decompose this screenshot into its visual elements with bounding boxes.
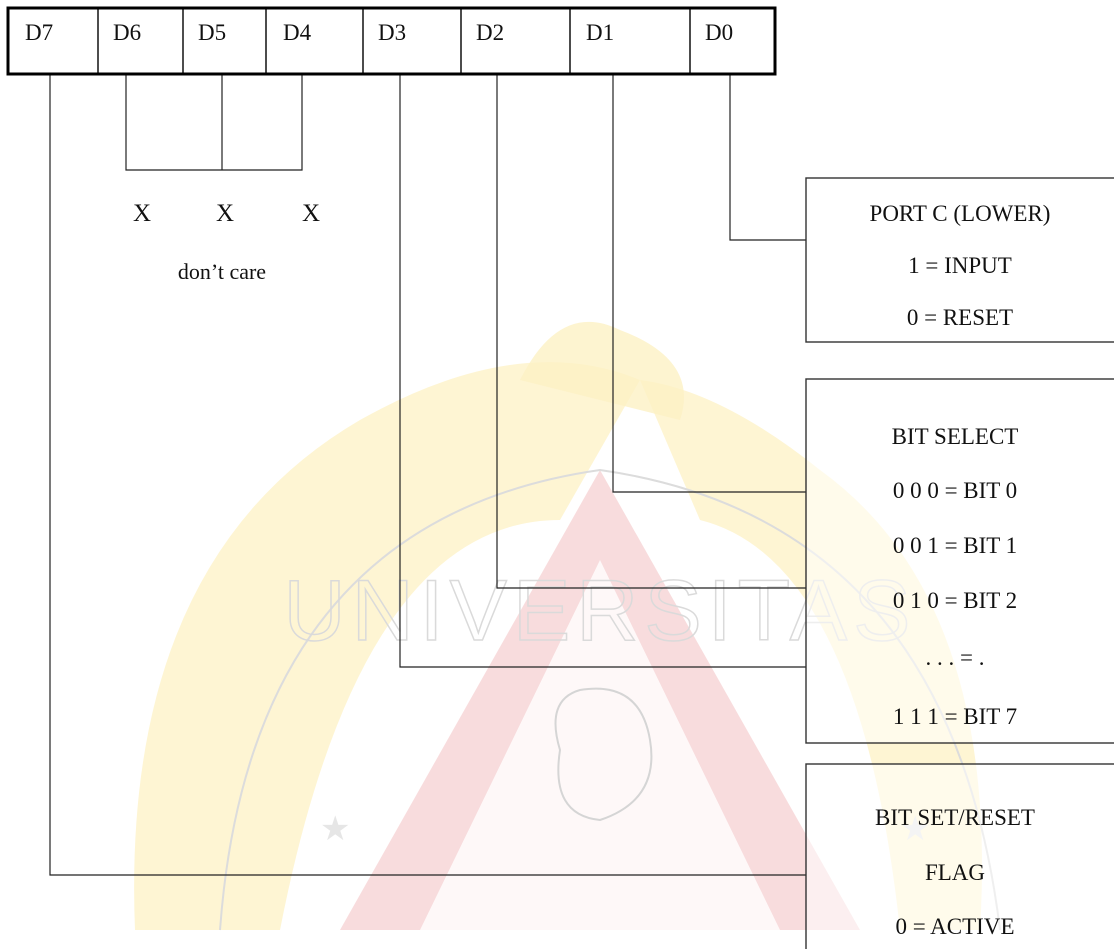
d0-to-port-c-line	[730, 75, 806, 240]
dont-care-group: X X X don’t care	[133, 200, 320, 284]
port-c-reset-line: 0 = RESET	[907, 305, 1013, 330]
bit-select-row: 0 0 1 = BIT 1	[893, 533, 1017, 558]
dont-care-mark: X	[216, 200, 234, 227]
dont-care-label: don’t care	[178, 259, 266, 284]
bit-select-title: BIT SELECT	[892, 424, 1019, 449]
dont-care-mark: X	[302, 200, 320, 227]
port-c-input-line: 1 = INPUT	[908, 253, 1012, 278]
bit-select-box: BIT SELECT 0 0 0 = BIT 0 0 0 1 = BIT 1 0…	[806, 379, 1114, 743]
bit-d2: D2	[476, 20, 504, 45]
d3-to-bit-select-line	[400, 75, 806, 667]
bit-set-reset-title: BIT SET/RESET	[875, 805, 1035, 830]
bit-d1: D1	[586, 20, 614, 45]
bit-select-row: . . . = .	[926, 645, 985, 670]
active-line: 0 = ACTIVE	[895, 914, 1014, 939]
port-c-box: PORT C (LOWER) 1 = INPUT 0 = RESET	[806, 178, 1114, 342]
dont-care-bracket	[126, 75, 302, 170]
bit-d0: D0	[705, 20, 733, 45]
d1-to-bit-select-line	[613, 75, 806, 492]
d7-to-flag-line	[50, 75, 806, 875]
bit-set-reset-box: BIT SET/RESET FLAG 0 = ACTIVE	[806, 764, 1114, 949]
bit-d6: D6	[113, 20, 141, 45]
bit-d5: D5	[198, 20, 226, 45]
bit-d3: D3	[378, 20, 406, 45]
control-register: D7 D6 D5 D4 D3 D2 D1 D0	[8, 8, 775, 74]
bit-d7: D7	[25, 20, 53, 45]
bit-select-row: 1 1 1 = BIT 7	[893, 704, 1017, 729]
port-c-title: PORT C (LOWER)	[870, 201, 1051, 226]
dont-care-mark: X	[133, 200, 151, 227]
bit-select-row: 0 0 0 = BIT 0	[893, 478, 1017, 503]
bit-d4: D4	[283, 20, 312, 45]
flag-label: FLAG	[925, 860, 985, 885]
bit-select-row: 0 1 0 = BIT 2	[893, 588, 1017, 613]
d2-to-bit-select-line	[497, 75, 806, 588]
connector-lines	[50, 75, 806, 875]
